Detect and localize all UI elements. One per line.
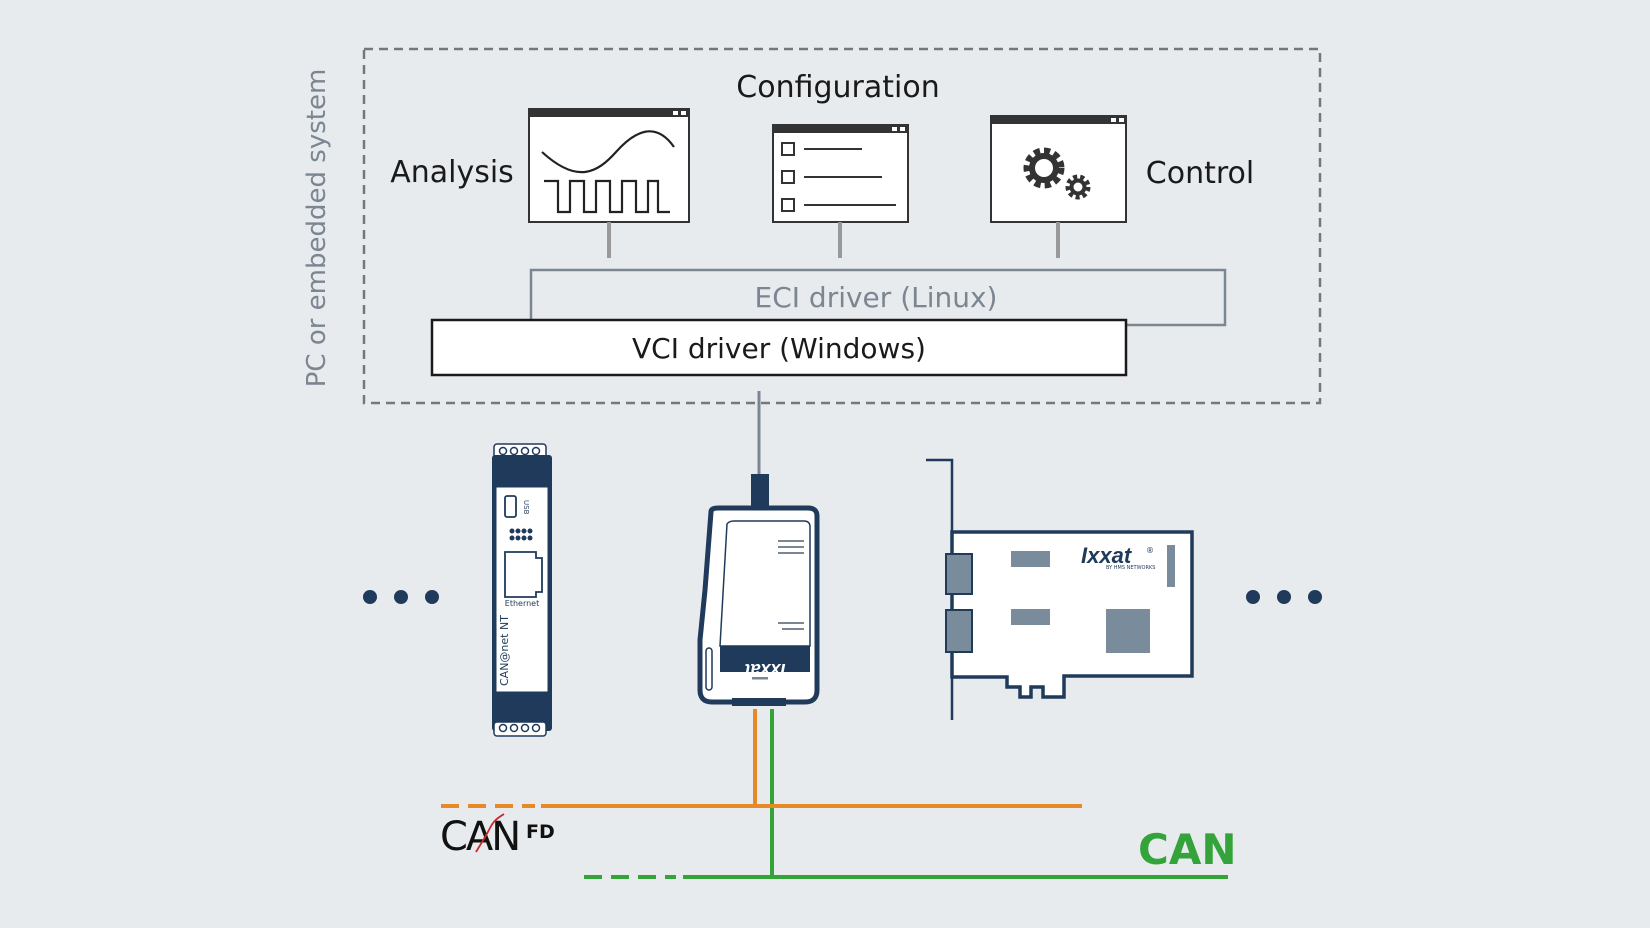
pcie-card-trademark: ®	[1146, 546, 1154, 555]
gear-icon	[1023, 147, 1065, 189]
din-rail-product-label: CAN@net NT	[498, 615, 511, 686]
more-devices-right-icon	[1246, 590, 1322, 604]
canfd-logo: CAN FD	[440, 813, 555, 860]
eci-driver-label: ECI driver (Linux)	[755, 281, 998, 314]
led-indicators-icon	[509, 528, 533, 541]
ethernet-port-icon	[504, 551, 543, 598]
more-devices-left-icon	[363, 590, 439, 604]
analysis-label: Analysis	[390, 155, 514, 190]
analysis-window-icon	[528, 108, 690, 223]
chip-2	[1011, 609, 1050, 625]
chip-1	[1011, 551, 1050, 567]
processor-chip	[1106, 609, 1150, 653]
pcie-card: Ixxat ® BY HMS NETWORKS	[926, 458, 1194, 720]
system-boundary	[362, 47, 1322, 405]
configuration-window-icon	[772, 124, 909, 223]
vci-driver-box	[430, 318, 1128, 377]
system-label: PC or embedded system	[302, 69, 332, 388]
canfd-logo-suffix: FD	[526, 821, 555, 843]
pcie-card-tagline: BY HMS NETWORKS	[1106, 565, 1155, 571]
configuration-label: Configuration	[736, 70, 939, 105]
control-label: Control	[1146, 156, 1254, 191]
din-rail-device: USB Ethernet CAN@net NT	[492, 443, 552, 737]
pcie-card-brand: Ixxat	[1081, 543, 1133, 568]
vci-driver-label: VCI driver (Windows)	[632, 332, 926, 365]
ethernet-port-label: Ethernet	[505, 599, 539, 608]
usb-interface-brand: Ixxat	[743, 660, 785, 680]
usb-port-icon	[504, 495, 517, 518]
can-logo: CAN	[1138, 825, 1236, 874]
usb-port-label: USB	[522, 500, 530, 515]
small-gear-icon	[1065, 174, 1091, 200]
canfd-logo-text: CAN	[440, 814, 519, 860]
control-window-icon	[990, 115, 1127, 223]
usb-interface-device: Ixxat	[697, 474, 820, 706]
